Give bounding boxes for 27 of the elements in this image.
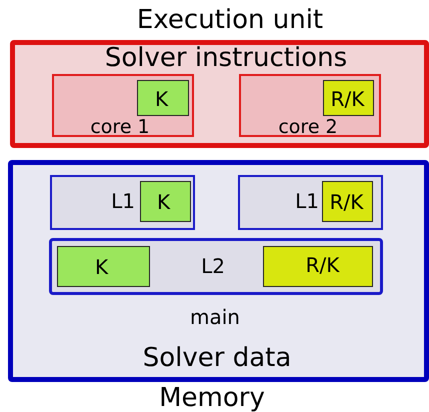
- block-label: R/K: [330, 88, 364, 108]
- block-label: K: [154, 88, 168, 108]
- data-block: [57, 246, 150, 287]
- group-heading: Solver instructions: [104, 45, 348, 71]
- cache-label: L2: [201, 256, 225, 276]
- block-label: R/K: [306, 254, 340, 274]
- section-title: Execution unit: [136, 7, 324, 33]
- cache-box: [238, 175, 383, 230]
- core-box: [52, 74, 194, 137]
- core-box: [239, 74, 381, 137]
- group-heading: Solver data: [142, 345, 292, 371]
- block-label: R/K: [330, 192, 364, 212]
- data-block: [140, 181, 191, 222]
- cache-label: L1: [295, 191, 319, 211]
- data-block: [323, 80, 374, 116]
- block-label: K: [156, 192, 170, 212]
- core-label: core 1: [90, 118, 150, 137]
- data-block: [137, 80, 189, 116]
- cache-box: [49, 238, 383, 295]
- core-label: core 2: [278, 118, 338, 137]
- cache-label: L1: [111, 191, 135, 211]
- section-title: Memory: [159, 385, 265, 411]
- memory-level-label: main: [190, 307, 240, 327]
- data-block: [263, 246, 373, 287]
- cache-box: [50, 175, 195, 230]
- data-block: [322, 181, 373, 222]
- block-label: K: [94, 256, 108, 276]
